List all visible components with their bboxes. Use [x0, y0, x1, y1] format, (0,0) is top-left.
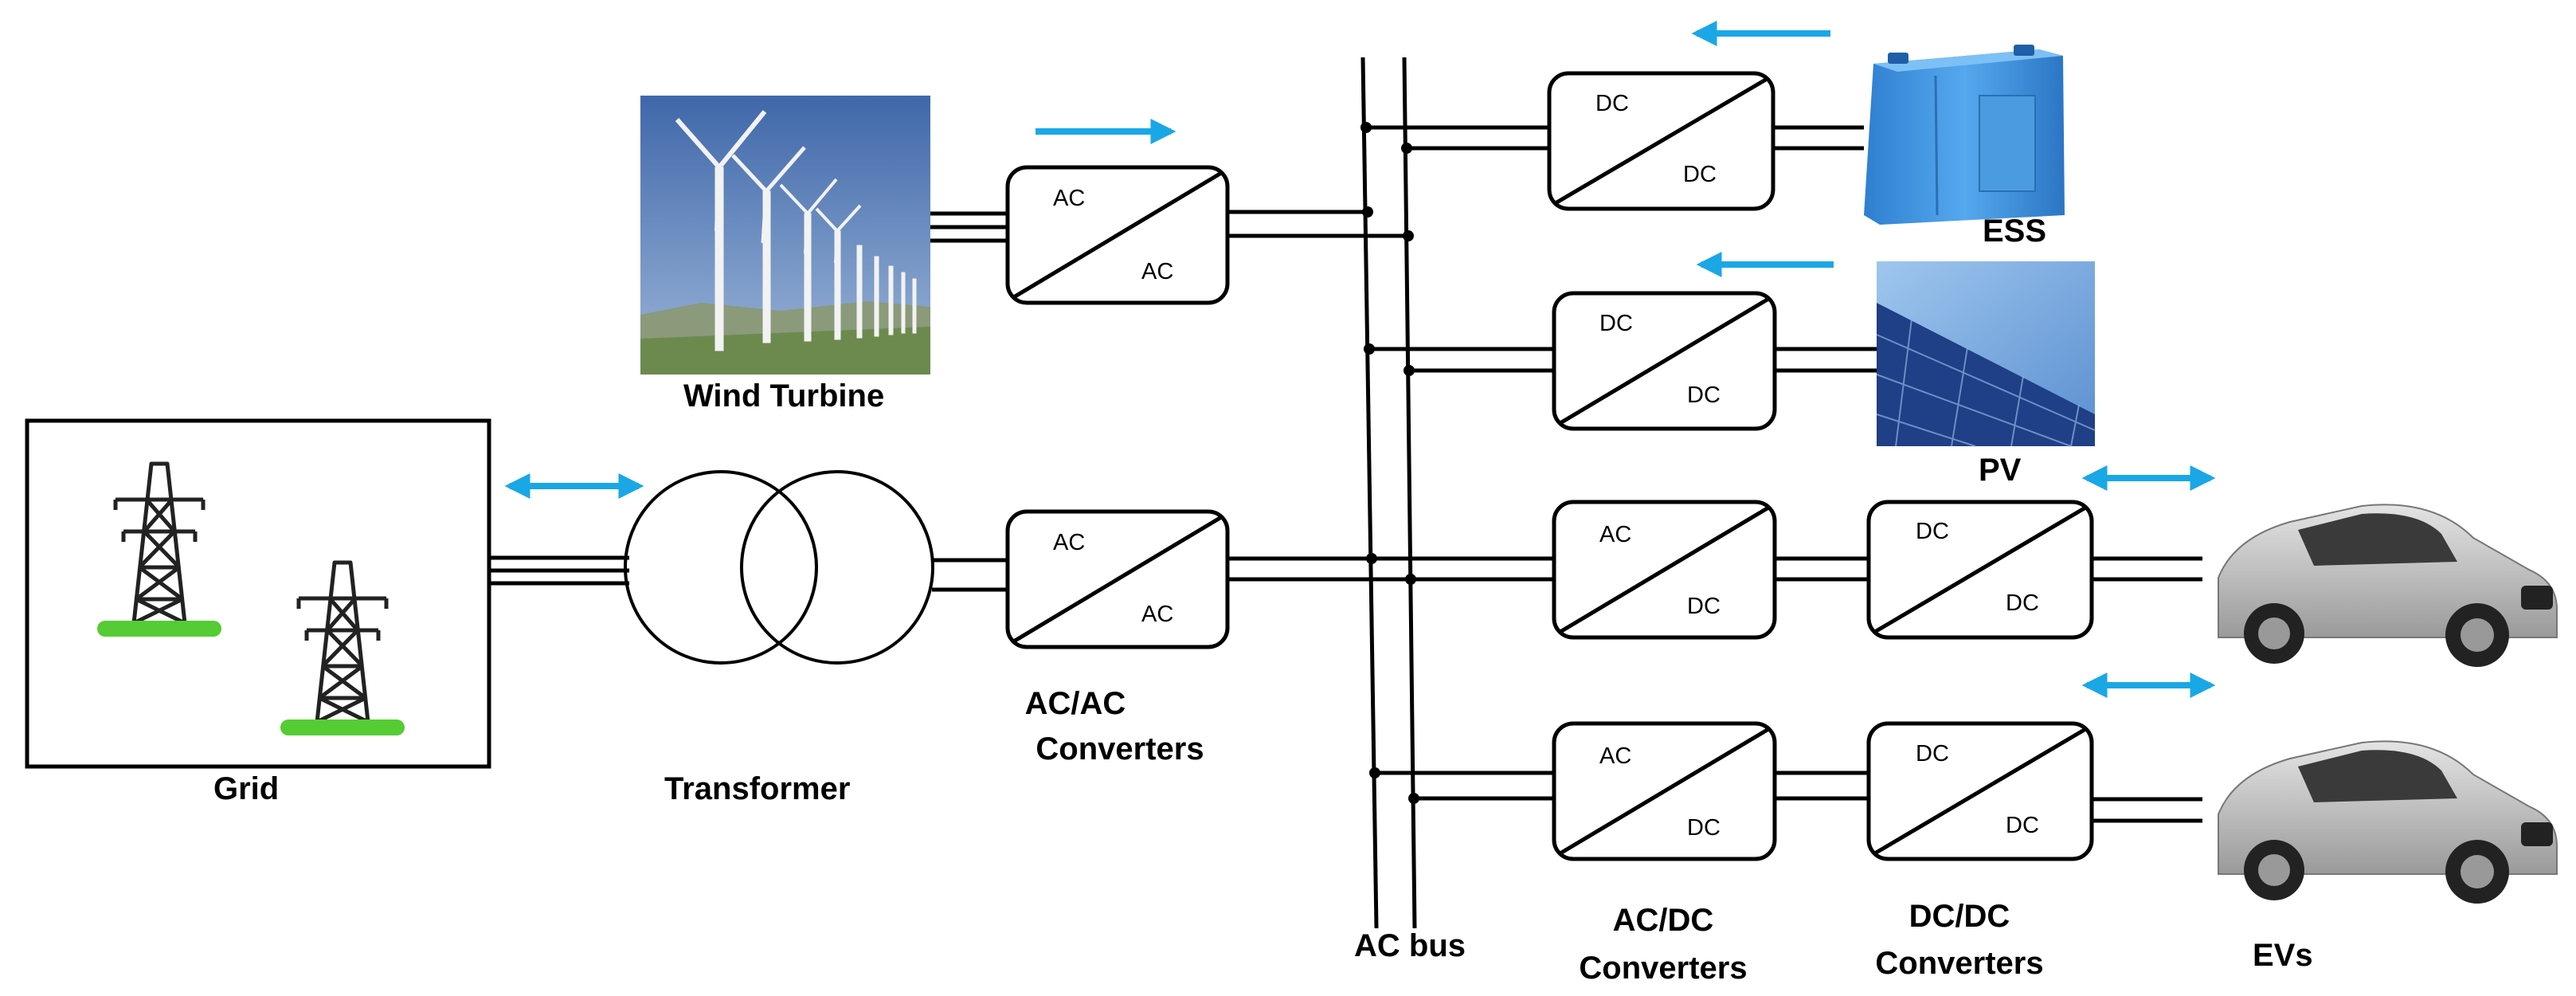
dc-dc-converters-label-line2: Converters: [1875, 946, 2043, 981]
wind-turbine-label: Wind Turbine: [683, 378, 884, 414]
pv-label: PV: [1979, 453, 2022, 488]
converter-output-label: AC: [1141, 259, 1173, 284]
grid-box: [25, 418, 491, 769]
converter-output-label: DC: [2006, 590, 2039, 616]
flow-arrows: [504, 21, 2216, 698]
converter-input-label: AC: [1599, 743, 1631, 769]
ac-dc-converters-label-line2: Converters: [1579, 951, 1747, 986]
converter-input-label: DC: [1916, 519, 1949, 544]
converter-input-label: DC: [1599, 311, 1633, 336]
grid-label: Grid: [213, 771, 279, 806]
ac-dc-converters-label-line1: AC/DC: [1613, 903, 1714, 938]
transmission-tower-icon: [97, 461, 221, 637]
converter-output-label: DC: [1687, 815, 1721, 841]
dc-dc-converters-label-line1: DC/DC: [1909, 899, 2010, 934]
ev-car-image: [2218, 740, 2558, 904]
converter-input-label: DC: [1916, 741, 1949, 767]
pv-panel-image: [1876, 261, 2096, 447]
ac-ac-converters-label-line1: AC/AC: [1025, 686, 1126, 721]
converter-output-label: DC: [1687, 594, 1721, 619]
evs-label: EVs: [2253, 938, 2313, 973]
converter-ev1-dc-dc: DC DC: [1866, 500, 2094, 640]
converter-input-label: DC: [1595, 91, 1629, 116]
transformer-symbol: [624, 470, 934, 665]
bus-junctions: [1360, 122, 1419, 804]
ess-label: ESS: [1983, 214, 2046, 249]
converter-pv-dc-dc: DC DC: [1552, 291, 1777, 431]
wiring: [489, 57, 2202, 929]
converter-ev2-ac-dc: AC DC: [1552, 721, 1777, 861]
converter-grid-ac-ac: AC AC: [1005, 509, 1230, 649]
converter-input-label: AC: [1599, 522, 1631, 547]
converter-output-label: DC: [1683, 162, 1717, 187]
converter-ev2-dc-dc: DC DC: [1866, 721, 2094, 861]
converter-input-label: AC: [1053, 186, 1085, 211]
wind-turbine-image: [640, 96, 930, 374]
converter-output-label: DC: [1687, 382, 1721, 408]
ess-battery-image: [1864, 45, 2065, 225]
converter-ev1-ac-dc: AC DC: [1552, 500, 1777, 640]
ev-car-image: [2218, 504, 2558, 667]
converter-output-label: DC: [2006, 813, 2039, 838]
converter-wind-ac-ac: AC AC: [1005, 165, 1230, 305]
converter-output-label: AC: [1141, 602, 1173, 627]
converter-ess-dc-dc: DC DC: [1547, 71, 1775, 211]
transformer-label: Transformer: [664, 771, 850, 806]
ac-ac-converters-label-line2: Converters: [1035, 731, 1204, 767]
ac-bus-label: AC bus: [1354, 928, 1466, 963]
transmission-tower-icon: [280, 560, 405, 735]
converter-input-label: AC: [1053, 530, 1085, 555]
